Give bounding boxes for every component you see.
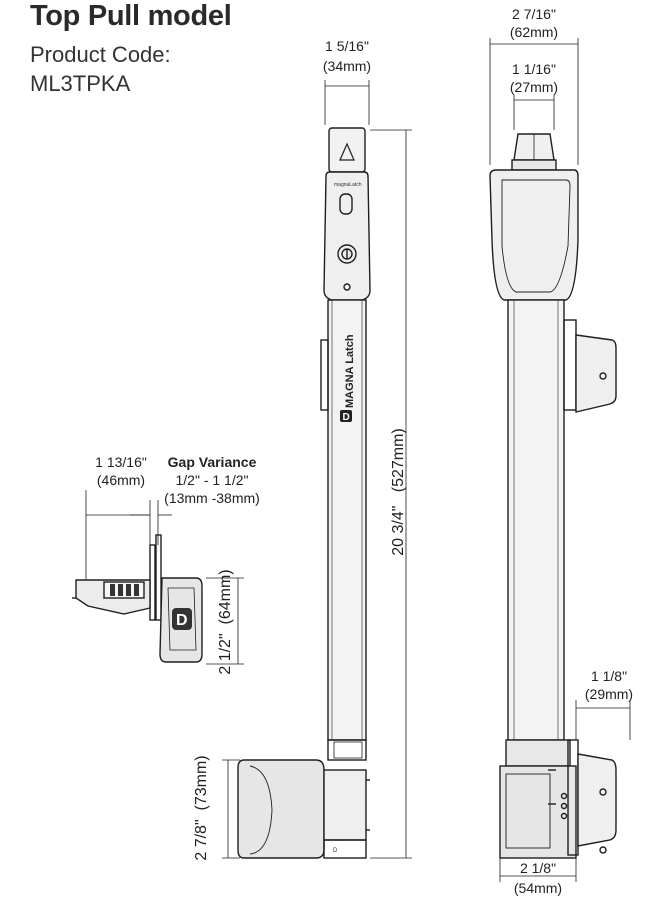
svg-text:D: D bbox=[343, 412, 350, 423]
product-code: ML3TPKA bbox=[30, 71, 131, 96]
base-height-label: 2 7/8" (73mm) bbox=[193, 753, 213, 863]
svg-text:MAGNA Latch: MAGNA Latch bbox=[344, 334, 356, 408]
base-width-imperial: 2 1/8" bbox=[519, 860, 557, 876]
top-height-imperial: 2 1/2" bbox=[217, 633, 234, 675]
gap-variance-label: Gap Variance bbox=[167, 454, 257, 470]
knob-width-metric: (27mm) bbox=[509, 79, 559, 95]
gap-variance-imperial: 1/2" - 1 1/2" bbox=[175, 472, 249, 488]
top-height-metric: (64mm) bbox=[217, 569, 234, 625]
side-width-metric: (62mm) bbox=[509, 24, 559, 40]
product-code-label: Product Code: bbox=[30, 42, 171, 67]
top-height-label: 2 1/2" (64mm) bbox=[217, 567, 237, 677]
top-depth-metric: (46mm) bbox=[96, 472, 146, 488]
svg-text:D: D bbox=[176, 612, 188, 629]
bracket-width-metric: (29mm) bbox=[584, 686, 634, 702]
front-width-imperial: 1 5/16" bbox=[325, 38, 369, 54]
bracket-width-imperial: 1 1/8" bbox=[590, 668, 628, 684]
total-height-label: 20 3/4" (527mm) bbox=[390, 412, 410, 572]
svg-text:magnaLatch: magnaLatch bbox=[334, 182, 362, 188]
total-height-imperial: 20 3/4" bbox=[390, 505, 407, 556]
base-height-imperial: 2 7/8" bbox=[193, 819, 210, 861]
gap-variance-metric: (13mm -38mm) bbox=[164, 490, 260, 506]
base-height-metric: (73mm) bbox=[193, 755, 210, 811]
svg-text:D: D bbox=[333, 848, 338, 854]
front-width-metric: (34mm) bbox=[322, 58, 372, 74]
page-title: Top Pull model bbox=[30, 0, 232, 32]
side-width-imperial: 2 7/16" bbox=[512, 6, 556, 22]
base-width-metric: (54mm) bbox=[513, 880, 563, 896]
total-height-metric: (527mm) bbox=[390, 428, 407, 493]
knob-width-imperial: 1 1/16" bbox=[512, 61, 556, 77]
top-depth-imperial: 1 13/16" bbox=[95, 454, 147, 470]
